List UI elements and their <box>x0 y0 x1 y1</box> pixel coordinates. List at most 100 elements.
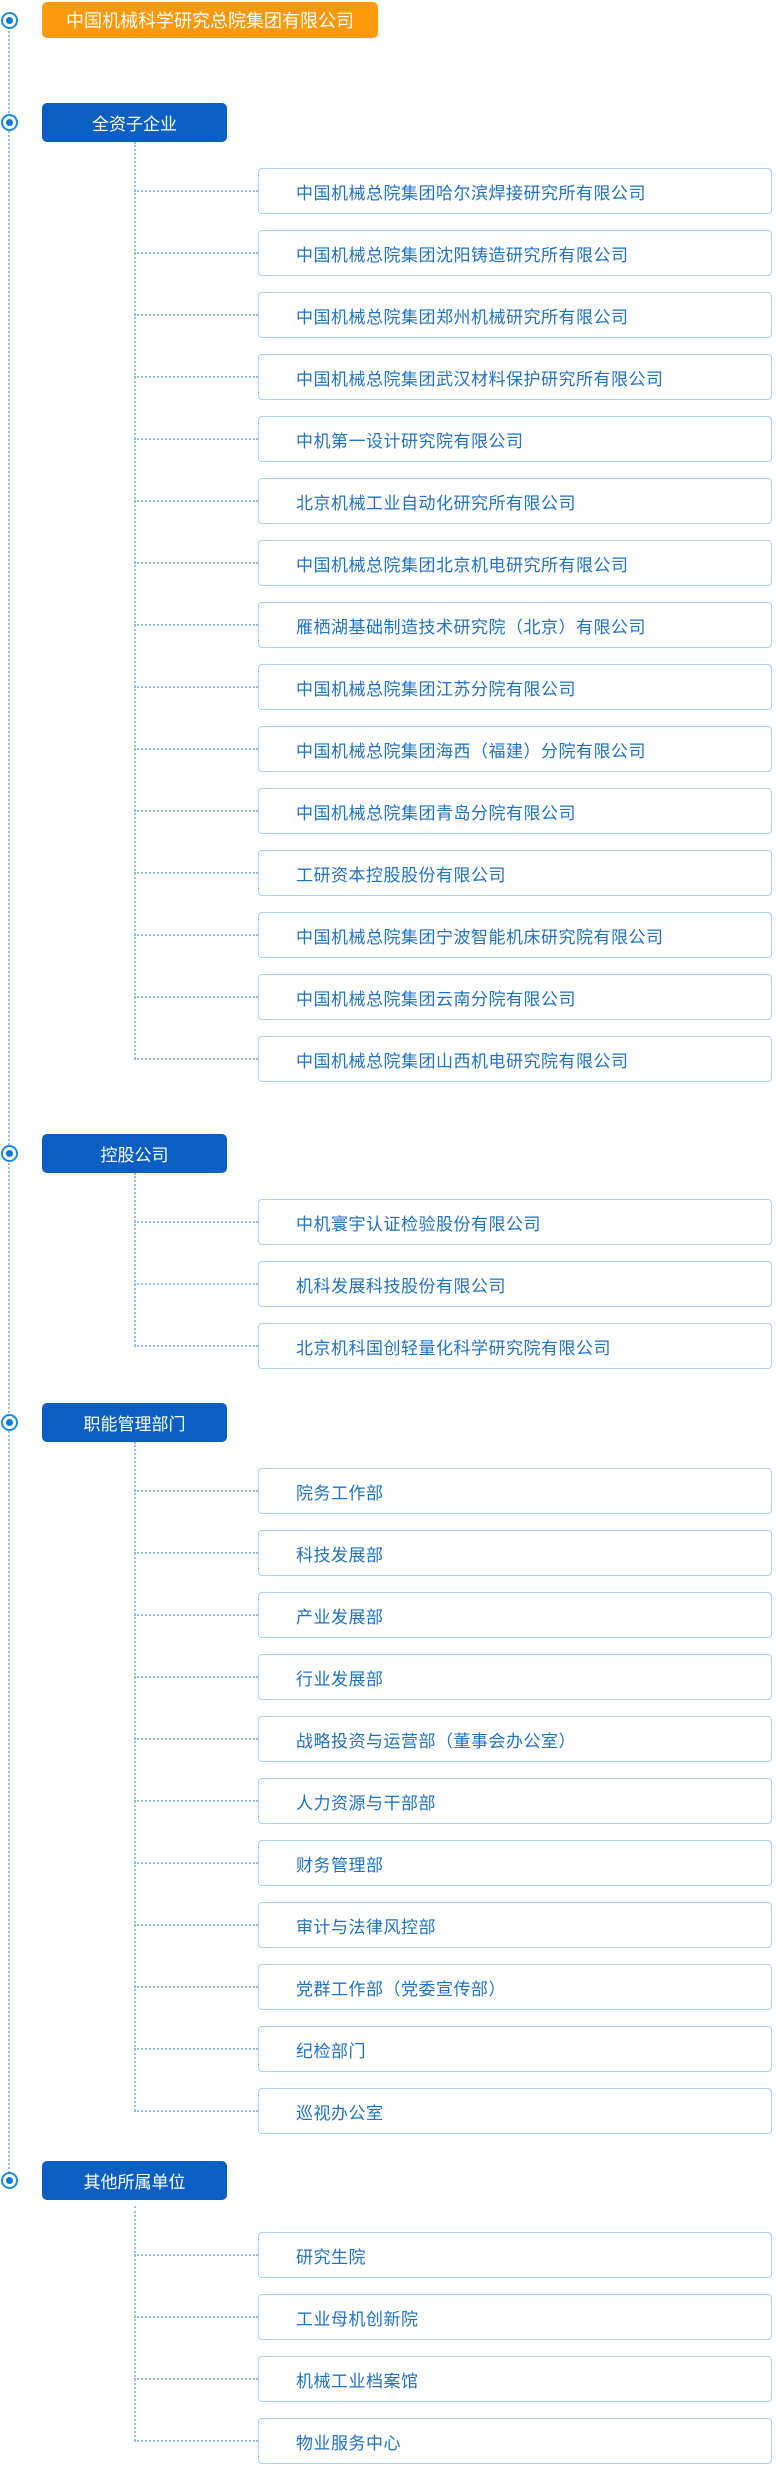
org-item-node[interactable]: 科技发展部 <box>258 1530 772 1576</box>
org-item-node[interactable]: 中国机械总院集团哈尔滨焊接研究所有限公司 <box>258 168 772 214</box>
org-item-node[interactable]: 中国机械总院集团青岛分院有限公司 <box>258 788 772 834</box>
org-item-row: 中国机械总院集团郑州机械研究所有限公司 <box>134 292 779 338</box>
org-item-node[interactable]: 中机寰宇认证检验股份有限公司 <box>258 1199 772 1245</box>
branch-connector-line <box>134 314 258 316</box>
org-item-row: 战略投资与运营部（董事会办公室） <box>134 1716 779 1762</box>
org-item-row: 中国机械总院集团云南分院有限公司 <box>134 974 779 1020</box>
section-header-row: 全资子企业 <box>0 103 779 142</box>
org-item-row: 机械工业档案馆 <box>134 2356 779 2402</box>
section-items: 研究生院 工业母机创新院 机械工业档案馆 物业服务中心 <box>134 2206 779 2464</box>
section-holding-companies: 控股公司 中机寰宇认证检验股份有限公司 机科发展科技股份有限公司 北京机科国创轻… <box>0 1134 779 1369</box>
section-header: 全资子企业 <box>42 103 227 142</box>
branch-connector-line <box>134 1924 258 1926</box>
branch-connector-line <box>134 2316 258 2318</box>
root-node: 中国机械科学研究总院集团有限公司 <box>42 2 378 38</box>
branch-connector-line <box>134 1800 258 1802</box>
org-item-row: 北京机科国创轻量化科学研究院有限公司 <box>134 1323 779 1369</box>
org-item-node[interactable]: 产业发展部 <box>258 1592 772 1638</box>
section-items: 中国机械总院集团哈尔滨焊接研究所有限公司 中国机械总院集团沈阳铸造研究所有限公司… <box>134 142 779 1082</box>
org-item-row: 中国机械总院集团海西（福建）分院有限公司 <box>134 726 779 772</box>
org-item-row: 工业母机创新院 <box>134 2294 779 2340</box>
branch-connector-line <box>134 1676 258 1678</box>
branch-connector-line <box>134 1986 258 1988</box>
org-item-node[interactable]: 党群工作部（党委宣传部） <box>258 1964 772 2010</box>
section-header: 职能管理部门 <box>42 1403 227 1442</box>
section-header-row: 控股公司 <box>0 1134 779 1173</box>
org-item-node[interactable]: 中机第一设计研究院有限公司 <box>258 416 772 462</box>
org-item-node[interactable]: 人力资源与干部部 <box>258 1778 772 1824</box>
org-item-node[interactable]: 中国机械总院集团海西（福建）分院有限公司 <box>258 726 772 772</box>
org-item-node[interactable]: 中国机械总院集团云南分院有限公司 <box>258 974 772 1020</box>
org-item-node[interactable]: 中国机械总院集团山西机电研究院有限公司 <box>258 1036 772 1082</box>
org-item-node[interactable]: 机科发展科技股份有限公司 <box>258 1261 772 1307</box>
org-item-node[interactable]: 中国机械总院集团武汉材料保护研究所有限公司 <box>258 354 772 400</box>
org-item-node[interactable]: 纪检部门 <box>258 2026 772 2072</box>
tree-bullet-icon <box>1 1145 18 1162</box>
org-item-node[interactable]: 中国机械总院集团郑州机械研究所有限公司 <box>258 292 772 338</box>
org-item-row: 中国机械总院集团江苏分院有限公司 <box>134 664 779 710</box>
org-item-row: 物业服务中心 <box>134 2418 779 2464</box>
org-item-node[interactable]: 中国机械总院集团北京机电研究所有限公司 <box>258 540 772 586</box>
branch-connector-line <box>134 500 258 502</box>
section-header: 其他所属单位 <box>42 2161 227 2200</box>
org-item-node[interactable]: 行业发展部 <box>258 1654 772 1700</box>
branch-connector-line <box>134 1345 258 1347</box>
branch-connector-line <box>134 190 258 192</box>
org-item-node[interactable]: 研究生院 <box>258 2232 772 2278</box>
branch-connector-line <box>134 624 258 626</box>
branch-connector-line <box>134 748 258 750</box>
org-item-row: 机科发展科技股份有限公司 <box>134 1261 779 1307</box>
branch-connector-line <box>134 1614 258 1616</box>
org-item-node[interactable]: 雁栖湖基础制造技术研究院（北京）有限公司 <box>258 602 772 648</box>
branch-connector-line <box>134 810 258 812</box>
org-item-row: 中国机械总院集团宁波智能机床研究院有限公司 <box>134 912 779 958</box>
org-item-row: 审计与法律风控部 <box>134 1902 779 1948</box>
tree-bullet-icon <box>1 1414 18 1431</box>
section-header: 控股公司 <box>42 1134 227 1173</box>
org-item-node[interactable]: 工业母机创新院 <box>258 2294 772 2340</box>
branch-connector-line <box>134 562 258 564</box>
org-item-node[interactable]: 中国机械总院集团宁波智能机床研究院有限公司 <box>258 912 772 958</box>
branch-connector-line <box>134 438 258 440</box>
org-item-node[interactable]: 巡视办公室 <box>258 2088 772 2134</box>
org-item-node[interactable]: 中国机械总院集团沈阳铸造研究所有限公司 <box>258 230 772 276</box>
branch-connector-line <box>134 996 258 998</box>
org-item-row: 工研资本控股股份有限公司 <box>134 850 779 896</box>
branch-connector-line <box>134 1490 258 1492</box>
org-item-row: 人力资源与干部部 <box>134 1778 779 1824</box>
org-item-node[interactable]: 物业服务中心 <box>258 2418 772 2464</box>
branch-connector-line <box>134 1283 258 1285</box>
branch-connector-line <box>134 1862 258 1864</box>
org-item-row: 中国机械总院集团北京机电研究所有限公司 <box>134 540 779 586</box>
section-departments: 职能管理部门 院务工作部 科技发展部 产业发展部 行业发展部 战略投资与运营部（… <box>0 1403 779 2134</box>
org-item-row: 中国机械总院集团山西机电研究院有限公司 <box>134 1036 779 1082</box>
org-item-row: 科技发展部 <box>134 1530 779 1576</box>
org-item-node[interactable]: 中国机械总院集团江苏分院有限公司 <box>258 664 772 710</box>
org-item-node[interactable]: 战略投资与运营部（董事会办公室） <box>258 1716 772 1762</box>
org-item-node[interactable]: 工研资本控股股份有限公司 <box>258 850 772 896</box>
org-item-row: 纪检部门 <box>134 2026 779 2072</box>
org-item-row: 财务管理部 <box>134 1840 779 1886</box>
branch-connector-line <box>134 2048 258 2050</box>
org-item-node[interactable]: 院务工作部 <box>258 1468 772 1514</box>
org-item-node[interactable]: 北京机械工业自动化研究所有限公司 <box>258 478 772 524</box>
org-item-row: 中机寰宇认证检验股份有限公司 <box>134 1199 779 1245</box>
org-item-node[interactable]: 审计与法律风控部 <box>258 1902 772 1948</box>
org-item-row: 中国机械总院集团青岛分院有限公司 <box>134 788 779 834</box>
branch-connector-line <box>134 2378 258 2380</box>
branch-connector-line <box>134 872 258 874</box>
org-item-node[interactable]: 机械工业档案馆 <box>258 2356 772 2402</box>
branch-connector-line <box>134 1058 258 1060</box>
org-item-row: 院务工作部 <box>134 1468 779 1514</box>
org-item-node[interactable]: 北京机科国创轻量化科学研究院有限公司 <box>258 1323 772 1369</box>
section-wholly-owned: 全资子企业 中国机械总院集团哈尔滨焊接研究所有限公司 中国机械总院集团沈阳铸造研… <box>0 103 779 1082</box>
tree-bullet-icon <box>1 2172 18 2189</box>
org-item-node[interactable]: 财务管理部 <box>258 1840 772 1886</box>
org-item-row: 中国机械总院集团沈阳铸造研究所有限公司 <box>134 230 779 276</box>
org-item-row: 中国机械总院集团武汉材料保护研究所有限公司 <box>134 354 779 400</box>
root-node-row: 中国机械科学研究总院集团有限公司 <box>0 0 779 38</box>
org-item-row: 党群工作部（党委宣传部） <box>134 1964 779 2010</box>
org-item-row: 中国机械总院集团哈尔滨焊接研究所有限公司 <box>134 168 779 214</box>
tree-bullet-icon <box>1 11 18 29</box>
